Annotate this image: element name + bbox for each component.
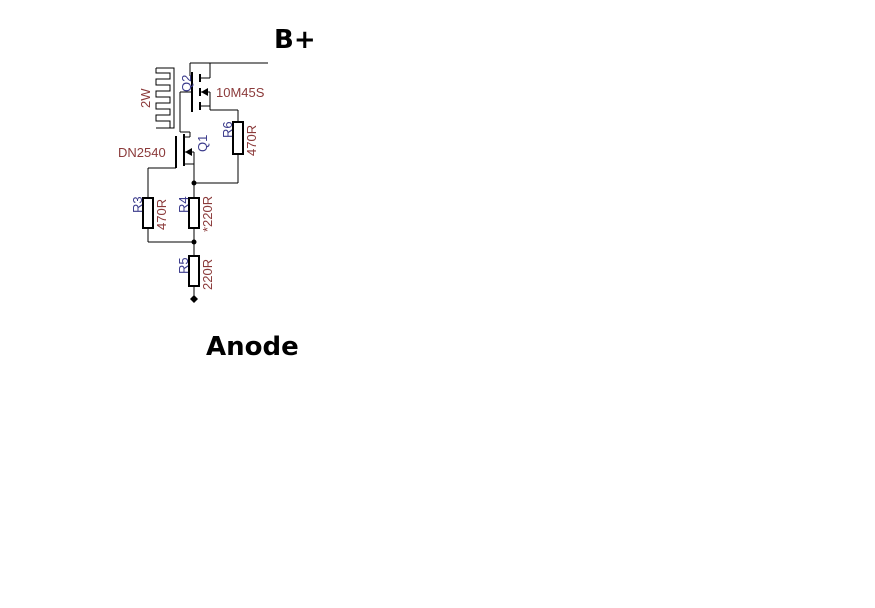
r3-ref: R3 — [130, 196, 145, 213]
heatsink-value: 2W — [138, 88, 153, 108]
r5-ref: R5 — [176, 257, 191, 274]
heatsink-symbol — [155, 67, 175, 129]
r3-value: 470R — [154, 199, 169, 230]
junction-dot — [191, 239, 197, 245]
r6-ref: R6 — [220, 121, 235, 138]
output-terminal — [190, 295, 198, 303]
r6-value: 470R — [244, 125, 259, 156]
q1-mosfet — [148, 131, 195, 183]
q1-ref: Q1 — [195, 135, 210, 152]
r5-value: 220R — [200, 259, 215, 290]
output-label: Anode — [206, 332, 299, 362]
q2-mosfet — [179, 63, 211, 132]
r4-ref: R4 — [176, 196, 191, 213]
q2-ref: Q2 — [179, 75, 194, 92]
supply-label: B+ — [274, 25, 316, 55]
q2-value: 10M45S — [216, 85, 265, 100]
q1-value: DN2540 — [118, 145, 166, 160]
r4-value: *220R — [200, 196, 215, 232]
